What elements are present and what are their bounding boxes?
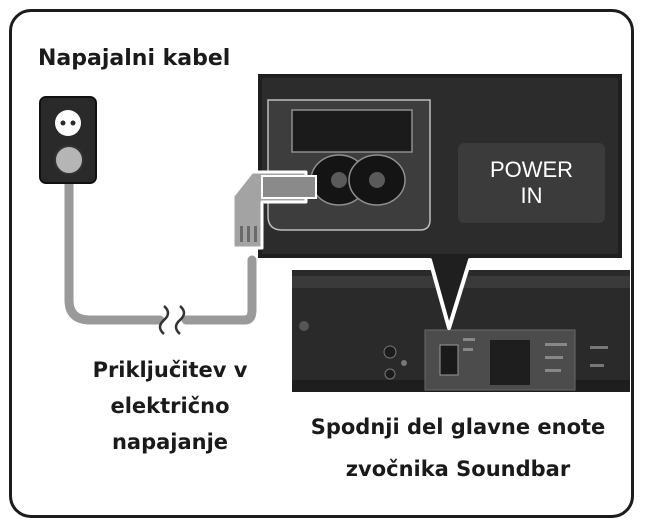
cable-right-segment (181, 255, 257, 325)
soundbar-label-line2: zvočnika Soundbar (345, 457, 571, 481)
power-in-port-label: POWER IN (458, 143, 605, 223)
cable-left-segment (64, 155, 165, 325)
cable-break-icon (158, 305, 186, 335)
outlet-label-line2: električno (110, 394, 230, 418)
screw-icon (299, 321, 309, 331)
power-cable-label: Napajalni kabel (38, 46, 231, 71)
outlet-label-line3: napajanje (111, 430, 229, 454)
socket-pin-right (369, 172, 385, 188)
socket-pin-left (331, 172, 347, 188)
soundbar-label-line1: Spodnji del glavne enote (310, 415, 606, 439)
power-connector-icon (231, 170, 317, 250)
soundbar-bottom-label: Spodnji del glavne enote zvočnika Soundb… (278, 406, 638, 490)
power-in-line2: IN (520, 183, 543, 208)
power-plug-icon (54, 145, 84, 175)
small-power-port-icon (439, 344, 459, 376)
outlet-label-line1: Priključitev v (92, 358, 248, 382)
outlet-connection-label: Priključitev v električno napajanje (60, 352, 280, 460)
power-in-line1: POWER (489, 157, 574, 182)
